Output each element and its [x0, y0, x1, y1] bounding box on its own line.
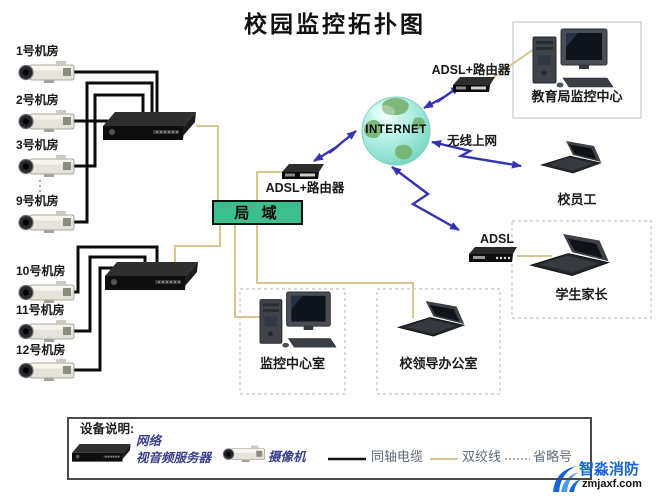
lan-label: 局 域 — [234, 205, 281, 222]
legend-box — [67, 417, 592, 480]
camera-label-2: 2号机房 — [16, 93, 59, 107]
camera-label-9: 9号机房 — [16, 194, 59, 208]
camera-label-1: 1号机房 — [16, 44, 59, 58]
legend-camera-label: 摄像机 — [268, 450, 306, 464]
monitor-room-label: 监控中心室 — [259, 356, 325, 371]
legend-server-label-line2: 视音频服务器 — [136, 451, 212, 465]
monitor-room-box — [239, 288, 346, 395]
camera-label-3: 3号机房 — [16, 138, 59, 152]
top-right-router-label: ADSL+路由器 — [431, 63, 511, 77]
page-title: 校园监控拓扑图 — [244, 11, 426, 37]
desktop-computer-icon — [532, 28, 614, 88]
internet-globe — [361, 96, 431, 166]
watermark-logo-icon — [553, 466, 581, 492]
center-router-label: ADSL+路由器 — [265, 181, 345, 195]
camera-icon — [18, 109, 75, 133]
adsl-router-icon — [282, 164, 324, 179]
laptop-icon — [540, 140, 602, 174]
internet-label: INTERNET — [365, 124, 427, 136]
edu-center-box — [512, 21, 642, 119]
camera-icon — [18, 319, 75, 343]
watermark-name: 智淼消防 — [579, 461, 640, 478]
adsl-label: ADSL — [479, 232, 515, 246]
adsl-modem-icon — [469, 247, 517, 262]
twisted-pair-lines — [174, 46, 552, 318]
parents-box — [511, 220, 652, 319]
node-boxes — [239, 21, 652, 395]
parents-label: 学生家长 — [555, 287, 608, 302]
desktop-computer-icon — [259, 291, 337, 349]
leader-office-box — [376, 288, 501, 395]
camera-icon — [18, 280, 75, 304]
lan-node: 局 域 — [212, 200, 303, 225]
legend-twisted-pair-label: 双绞线 — [462, 449, 502, 464]
wireless-arrows — [313, 85, 522, 232]
wireless-label: 无线上网 — [446, 134, 497, 148]
camera-icon — [18, 210, 75, 234]
video-server-icon — [105, 262, 198, 290]
camera-icon — [18, 358, 75, 382]
camera-label-10: 10号机房 — [16, 264, 66, 278]
leader-office-label: 校领导办公室 — [399, 356, 478, 371]
laptop-icon — [397, 300, 465, 337]
edu-center-label: 教育局监控中心 — [531, 89, 623, 104]
video-server-icon — [103, 112, 196, 140]
legend-server-label-line1: 网络 — [136, 434, 162, 448]
adsl-router-icon — [453, 77, 495, 92]
legend-samples — [72, 444, 530, 463]
watermark-url: zmjaxf.com — [582, 478, 642, 490]
laptop-icon — [529, 233, 610, 277]
camera-label-11: 11号机房 — [16, 303, 65, 317]
legend-coaxial-label: 同轴电缆 — [371, 449, 424, 464]
staff-label: 校员工 — [557, 192, 597, 207]
camera-label-12: 12号机房 — [16, 343, 66, 357]
legend-title: 设备说明: — [80, 422, 135, 436]
legend-ellipsis-label: 省略号 — [533, 449, 573, 464]
camera-icon — [18, 154, 75, 178]
camera-icon — [18, 60, 75, 84]
